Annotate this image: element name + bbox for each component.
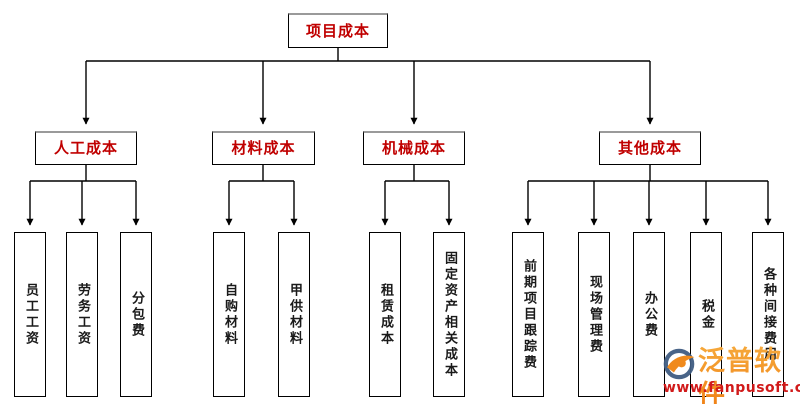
node-leaf-subcontract-fee[interactable]: 分包费 bbox=[120, 232, 152, 397]
node-leaf-early-project-tracking-fee-label: 前期项目跟踪费 bbox=[520, 258, 536, 371]
node-leaf-owner-supplied-material[interactable]: 甲供材料 bbox=[278, 232, 310, 397]
node-leaf-early-project-tracking-fee[interactable]: 前期项目跟踪费 bbox=[512, 232, 544, 397]
node-branch-machinery-label: 机械成本 bbox=[381, 139, 446, 157]
node-leaf-owner-supplied-material-label: 甲供材料 bbox=[286, 282, 302, 347]
node-leaf-service-wages[interactable]: 劳务工资 bbox=[66, 232, 98, 397]
node-leaf-fixed-asset-cost[interactable]: 固定资产相关成本 bbox=[433, 232, 465, 397]
node-leaf-indirect-expenses[interactable]: 各种间接费用 bbox=[752, 232, 784, 397]
node-leaf-site-management-fee-label: 现场管理费 bbox=[586, 274, 602, 355]
node-leaf-leasing-cost-label: 租赁成本 bbox=[377, 282, 393, 347]
node-leaf-fixed-asset-cost-label: 固定资产相关成本 bbox=[441, 250, 457, 379]
node-root[interactable]: 项目成本 bbox=[288, 13, 388, 48]
node-branch-other[interactable]: 其他成本 bbox=[599, 131, 701, 165]
node-branch-other-label: 其他成本 bbox=[617, 139, 682, 157]
node-leaf-self-purchased-material[interactable]: 自购材料 bbox=[213, 232, 245, 397]
node-leaf-self-purchased-material-label: 自购材料 bbox=[221, 282, 237, 347]
node-leaf-employee-wages[interactable]: 员工工资 bbox=[14, 232, 46, 397]
node-leaf-service-wages-label: 劳务工资 bbox=[74, 282, 90, 347]
node-branch-machinery[interactable]: 机械成本 bbox=[363, 131, 465, 165]
node-leaf-leasing-cost[interactable]: 租赁成本 bbox=[369, 232, 401, 397]
node-leaf-office-fee-label: 办公费 bbox=[641, 290, 657, 339]
node-branch-material[interactable]: 材料成本 bbox=[212, 131, 315, 165]
node-leaf-tax-label: 税金 bbox=[698, 298, 714, 331]
node-branch-labor[interactable]: 人工成本 bbox=[35, 131, 137, 165]
node-branch-labor-label: 人工成本 bbox=[53, 139, 118, 157]
node-branch-material-label: 材料成本 bbox=[231, 139, 296, 157]
node-leaf-indirect-expenses-label: 各种间接费用 bbox=[760, 266, 776, 363]
node-leaf-subcontract-fee-label: 分包费 bbox=[128, 290, 144, 339]
node-root-label: 项目成本 bbox=[305, 21, 370, 40]
node-leaf-site-management-fee[interactable]: 现场管理费 bbox=[578, 232, 610, 397]
node-leaf-tax[interactable]: 税金 bbox=[690, 232, 722, 397]
node-leaf-office-fee[interactable]: 办公费 bbox=[633, 232, 665, 397]
node-leaf-employee-wages-label: 员工工资 bbox=[22, 282, 38, 347]
